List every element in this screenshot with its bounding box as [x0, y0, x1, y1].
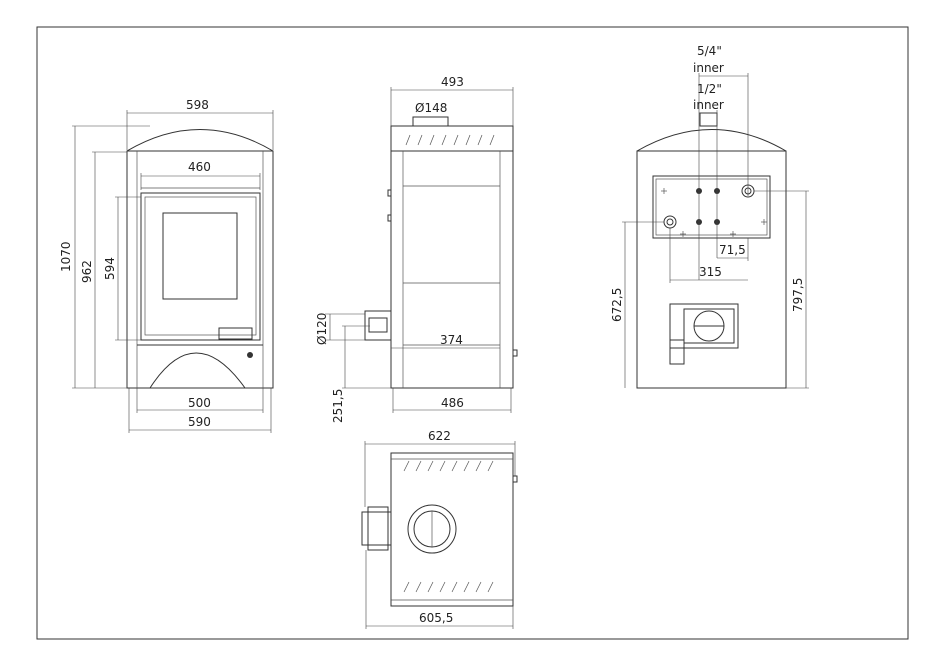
top-view: 622 605,5 — [361, 429, 518, 629]
dim-front-door-width: 460 — [188, 160, 211, 174]
dim-top-width-bottom: 605,5 — [419, 611, 453, 625]
dim-front-width-top: 598 — [186, 98, 209, 112]
sheet-border — [36, 26, 909, 640]
dim-side-top-flue: Ø148 — [415, 101, 447, 115]
dim-front-inner-height: 962 — [80, 260, 94, 283]
dim-front-total-height: 1070 — [59, 241, 73, 272]
dim-back-pipe-inner: 1/2" — [697, 82, 722, 96]
front-view: 598 460 1070 962 594 500 590 — [59, 98, 274, 433]
dim-back-spacing-small: 71,5 — [719, 243, 746, 257]
back-view: 5/4" inner 1/2" inner 71,5 315 672,5 797… — [610, 44, 809, 389]
dim-front-base-width: 500 — [188, 396, 211, 410]
dim-side-bottom-depth: 486 — [441, 396, 464, 410]
dim-side-flue-height: 251,5 — [331, 389, 345, 423]
dim-back-pipe-inner-note: inner — [693, 98, 724, 112]
dim-side-inner-depth: 374 — [440, 333, 463, 347]
dim-back-height-left: 672,5 — [610, 288, 624, 322]
dim-top-width-top: 622 — [428, 429, 451, 443]
dim-back-spacing-wide: 315 — [699, 265, 722, 279]
dim-front-bottom-width: 590 — [188, 415, 211, 429]
dim-front-window-height: 594 — [103, 257, 117, 280]
dim-back-pipe-outer: 5/4" — [697, 44, 722, 58]
side-view: Ø148 Ø120 251,5 493 374 — [315, 75, 518, 423]
dim-back-height-right: 797,5 — [791, 278, 805, 312]
dim-side-rear-flue: Ø120 — [315, 313, 329, 345]
dim-side-depth-top: 493 — [441, 75, 464, 89]
dim-back-pipe-outer-note: inner — [693, 61, 724, 75]
